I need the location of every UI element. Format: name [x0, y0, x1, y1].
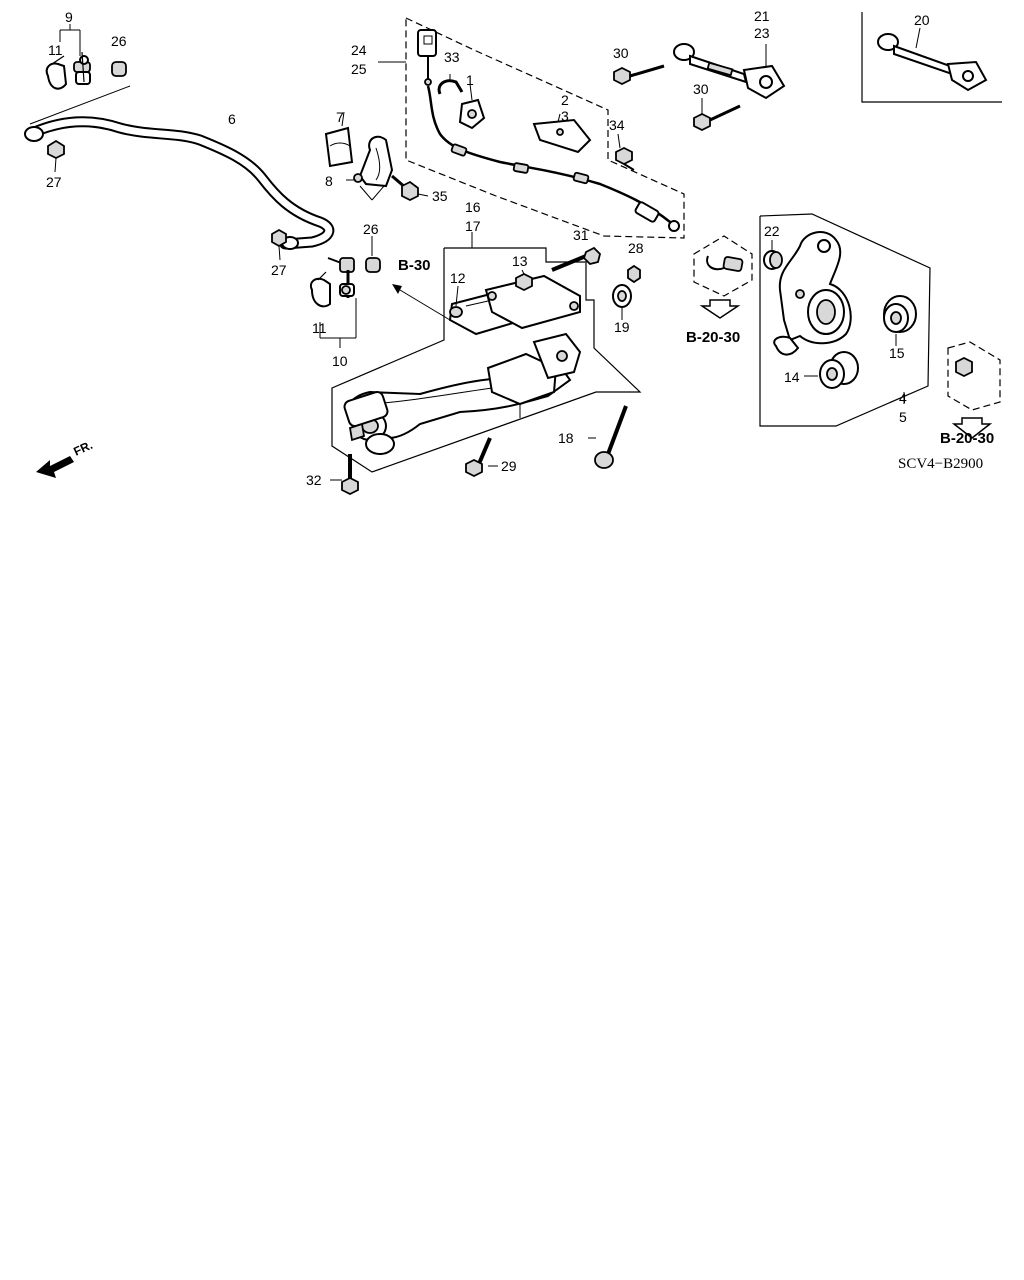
callout-5: 5: [899, 409, 907, 425]
callout-30-upper: 30: [613, 45, 629, 61]
callout-29: 29: [501, 458, 517, 474]
bushing-7: [324, 111, 354, 168]
stabilizer-link-9: [29, 24, 131, 125]
bolt-32: [330, 454, 359, 496]
clip-33: [437, 74, 464, 95]
callout-27-lower: 27: [271, 262, 287, 278]
sensor-1: [458, 83, 486, 130]
nut-28: [627, 264, 641, 284]
callout-11: 11: [48, 42, 63, 58]
bolt-30-upper: [613, 64, 665, 86]
arm-bracket-upper: [448, 274, 581, 336]
callout-1: 1: [466, 72, 474, 88]
ref-box-mid: [693, 235, 753, 319]
stabilizer-bar: [24, 116, 335, 250]
callout-14: 14: [784, 369, 800, 385]
callout-30-lower: 30: [693, 81, 709, 97]
callout-12: 12: [450, 270, 466, 286]
bracket-2-3: [532, 113, 592, 154]
callout-27: 27: [46, 174, 62, 190]
trailing-arm-box: [331, 232, 642, 473]
ref-label-b30: B-30: [398, 257, 431, 274]
ref-arrow-b30: [392, 284, 451, 321]
bolt-18: [588, 405, 628, 469]
upper-arm-21: [673, 43, 786, 100]
ref-box-right: [947, 341, 1001, 439]
nut-27-right: [271, 228, 287, 261]
callout-34: 34: [609, 117, 625, 133]
callout-6: 6: [228, 111, 236, 127]
callout-19: 19: [614, 319, 630, 335]
callout-25: 25: [351, 61, 367, 77]
callout-32: 32: [306, 472, 322, 488]
callout-26-lower: 26: [363, 221, 379, 237]
callout-20: 20: [914, 12, 930, 28]
nut-27-left: [47, 139, 65, 173]
bushing-22: [763, 240, 783, 270]
callout-2: 2: [561, 92, 569, 108]
callout-21: 21: [754, 8, 770, 24]
callout-8: 8: [325, 173, 333, 189]
callout-33: 33: [444, 49, 460, 65]
callout-22: 22: [764, 223, 780, 239]
knuckle: [773, 231, 852, 356]
holder-8: [346, 135, 394, 201]
callout-23: 23: [754, 25, 770, 41]
bolt-13: [515, 269, 533, 292]
callout-35: 35: [432, 188, 448, 204]
callout-31: 31: [573, 227, 589, 243]
bushing-14: [804, 351, 859, 389]
front-direction-arrow: FR.: [36, 438, 95, 478]
bushing-26-lower: [365, 236, 381, 273]
callout-17: 17: [465, 218, 481, 234]
ref-label-b2030-right: B-20-30: [940, 430, 994, 447]
bolt-30-lower: [693, 98, 741, 132]
sensor-harness-box: [378, 17, 685, 239]
ref-label-b2030-mid: B-20-30: [686, 329, 740, 346]
bolt-31: [551, 246, 601, 272]
bushing-19: [612, 284, 632, 320]
callout-10: 10: [332, 353, 348, 369]
callout-18: 18: [558, 430, 574, 446]
callout-3: 3: [561, 108, 569, 124]
bolt-35: [391, 174, 429, 202]
stabilizer-link-10: [310, 257, 357, 348]
callout-9: 9: [65, 9, 73, 25]
front-label: FR.: [71, 438, 94, 459]
bushing-12: [449, 285, 463, 318]
callout-24: 24: [351, 42, 367, 58]
sensor-harness: [417, 29, 680, 232]
callout-13: 13: [512, 253, 528, 269]
arm-bracket-lower: [486, 332, 582, 418]
callout-4: 4: [899, 390, 907, 406]
callout-26: 26: [111, 33, 127, 49]
diagram-code: SCV4−B2900: [898, 456, 983, 472]
bolt-29: [465, 437, 498, 478]
callout-16: 16: [465, 199, 481, 215]
callout-11-lower: 11: [312, 320, 327, 336]
callout-15: 15: [889, 345, 905, 361]
callout-7: 7: [336, 109, 344, 125]
inset-arm-20: [861, 12, 1002, 103]
bolt-34: [615, 133, 635, 171]
knuckle-box: [759, 213, 931, 427]
callout-28: 28: [628, 240, 644, 256]
bushing-15: [883, 295, 917, 346]
bushing-26-upper: [111, 61, 127, 77]
